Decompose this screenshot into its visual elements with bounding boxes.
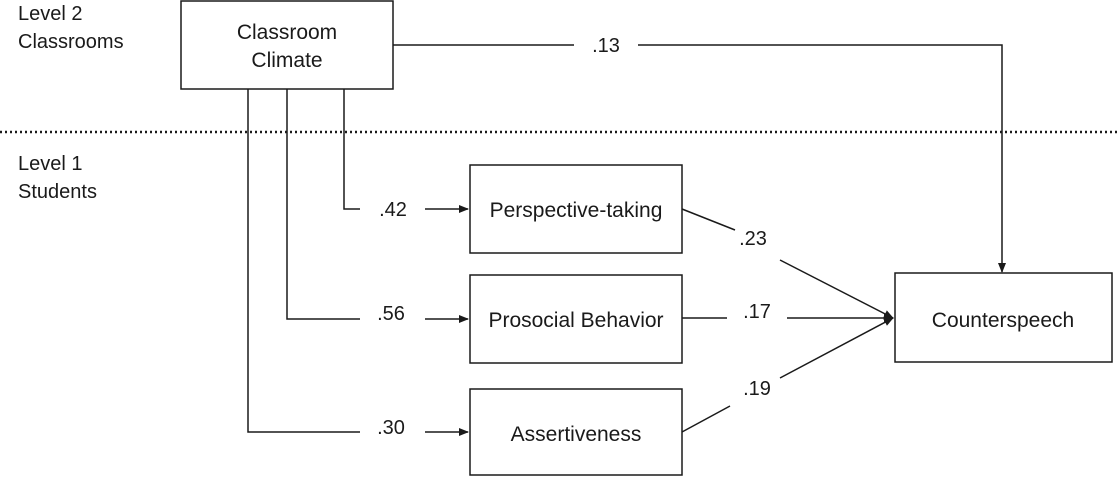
path-climate-to-assertiveness-a: [247, 89, 360, 433]
path-climate-to-counterspeech-b: [638, 44, 1006, 273]
coef-assertiveness-to-counterspeech: .19: [743, 378, 771, 400]
level-2-label: Level 2: [18, 3, 83, 25]
coef-climate-to-counterspeech: .13: [592, 35, 620, 57]
assertiveness-box: [469, 388, 683, 476]
classroom-climate-label-line1: Classroom: [237, 21, 337, 44]
perspective-taking-label: Perspective-taking: [490, 199, 663, 222]
counterspeech-label: Counterspeech: [932, 309, 1074, 332]
level-1-sublabel: Students: [18, 181, 97, 203]
classroom-climate-box: [180, 0, 394, 90]
path-climate-to-prosocial-a: [286, 89, 360, 320]
coef-climate-to-prosocial: .56: [377, 303, 405, 325]
assertiveness-label: Assertiveness: [511, 423, 642, 446]
path-perspective-to-counterspeech-a: [681, 208, 736, 231]
classroom-climate-label-line2: Climate: [251, 49, 322, 72]
path-climate-to-perspective-a: [343, 89, 360, 210]
path-perspective-to-counterspeech-b: [779, 259, 894, 319]
counterspeech-box: [894, 272, 1113, 363]
prosocial-behavior-box: [469, 274, 683, 364]
coef-climate-to-assertiveness: .30: [377, 417, 405, 439]
prosocial-behavior-label: Prosocial Behavior: [488, 309, 663, 332]
level-1-label: Level 1: [18, 153, 83, 175]
perspective-taking-box: [469, 164, 683, 254]
coef-perspective-to-counterspeech: .23: [739, 228, 767, 250]
coef-prosocial-to-counterspeech: .17: [743, 301, 771, 323]
path-assertiveness-to-counterspeech-b: [779, 317, 894, 379]
level-2-sublabel: Classrooms: [18, 31, 124, 53]
coef-climate-to-perspective: .42: [379, 199, 407, 221]
path-assertiveness-to-counterspeech-a: [681, 405, 731, 433]
